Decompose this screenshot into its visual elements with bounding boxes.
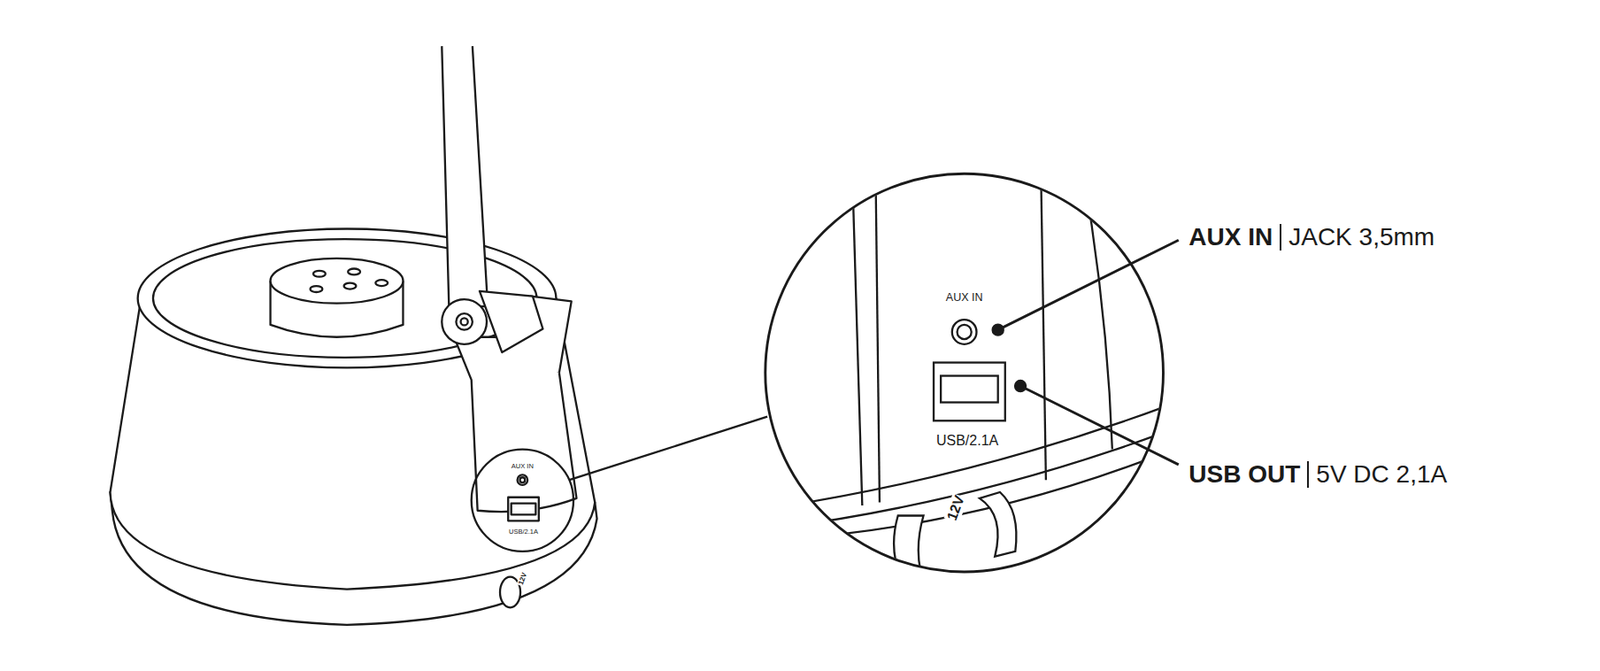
lamp-body <box>110 46 769 625</box>
zoom-view <box>754 163 1174 583</box>
leader-lines <box>992 239 1179 465</box>
callout-title: USB OUT <box>1188 461 1300 487</box>
callout-spec: JACK 3,5mm <box>1288 224 1435 250</box>
callout-title: AUX IN <box>1188 224 1273 250</box>
callout-spec: 5V DC 2,1A <box>1315 461 1447 487</box>
port-label: USB/2.1A <box>507 527 539 537</box>
port-label: AUX IN <box>945 291 985 305</box>
separator <box>1279 223 1282 251</box>
callout: USB OUT 5V DC 2,1A <box>1188 461 1447 488</box>
port-label: AUX IN <box>510 461 535 471</box>
callout: AUX IN JACK 3,5mm <box>1188 223 1435 251</box>
port-label: USB/2.1A <box>935 432 1000 449</box>
separator <box>1307 461 1309 488</box>
